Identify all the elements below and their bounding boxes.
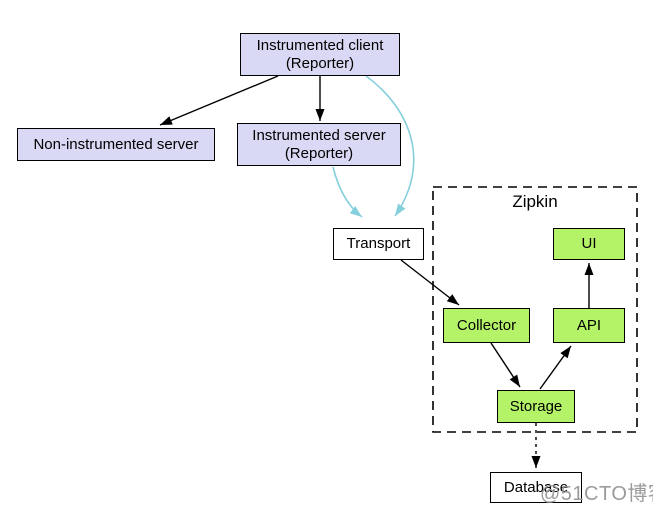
node-transport-label: Transport <box>346 235 411 252</box>
node-instrumented-server: Instrumented server (Reporter) <box>237 123 401 166</box>
node-instrumented-server-line2: (Reporter) <box>284 144 354 162</box>
node-transport: Transport <box>333 228 424 260</box>
node-instrumented-client-line1: Instrumented client <box>256 36 384 54</box>
node-instrumented-client: Instrumented client (Reporter) <box>240 33 400 76</box>
node-ui-label: UI <box>581 235 597 252</box>
node-api: API <box>553 308 625 343</box>
node-non-instrumented-server: Non-instrumented server <box>17 128 215 161</box>
node-instrumented-server-line1: Instrumented server <box>252 126 386 144</box>
node-collector-label: Collector <box>456 316 517 334</box>
node-instrumented-client-line2: (Reporter) <box>285 54 355 72</box>
edge-client-to-noninstrumented-server <box>159 75 279 126</box>
node-storage-label: Storage <box>509 397 563 415</box>
edge-storage-to-api <box>539 345 572 390</box>
edge-transport-to-collector <box>400 259 460 306</box>
node-collector: Collector <box>443 308 530 343</box>
watermark: @51CTO博客 <box>540 483 653 505</box>
node-api-label: API <box>576 316 602 334</box>
node-database: Database <box>490 472 582 503</box>
edge-instrumented-server-to-transport <box>332 166 363 218</box>
edge-client-to-transport <box>365 75 415 217</box>
node-storage: Storage <box>497 390 575 423</box>
node-non-instrumented-server-label: Non-instrumented server <box>33 135 199 153</box>
node-database-label: Database <box>503 478 569 496</box>
zipkin-group-label: Zipkin <box>512 192 558 211</box>
node-ui: UI <box>553 228 625 260</box>
edge-collector-to-storage <box>490 342 521 388</box>
